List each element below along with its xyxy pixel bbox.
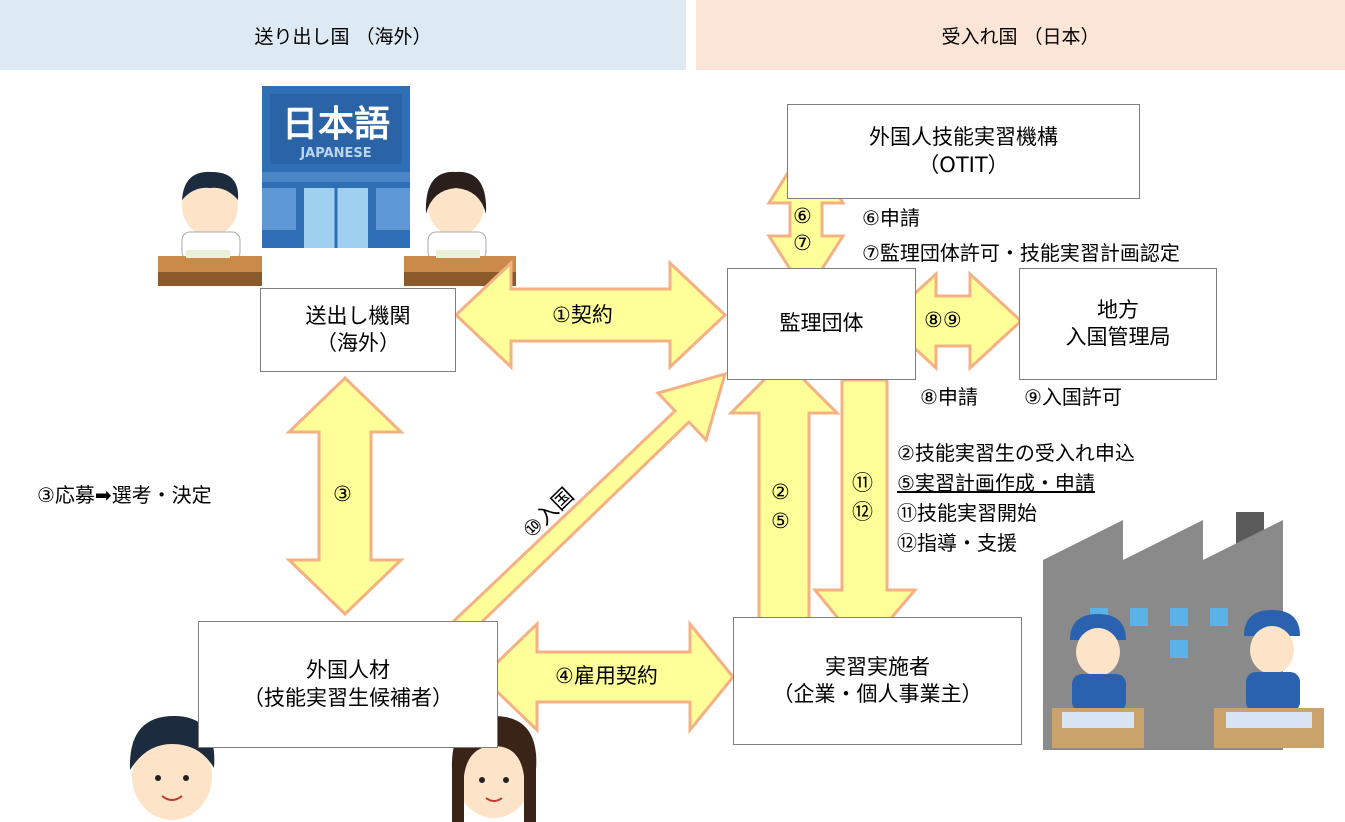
student-illustration [404, 171, 516, 286]
implementing-org-name: 実習実施者 [825, 654, 930, 679]
student-illustration [158, 171, 262, 286]
otit-application-note: ⑥申請 [862, 206, 920, 230]
supervising-org-name: 監理団体 [779, 311, 864, 336]
immigration-application-note: ⑧申請 [920, 385, 978, 409]
foreign-talent-box: 外国人材 （技能実習生候補者） [198, 621, 498, 748]
application-arrow-num-5: ⑤ [771, 509, 790, 533]
sending-country-header: 送り出し国 （海外） [0, 0, 686, 70]
factory-worker-illustration [1052, 614, 1144, 748]
sending-agency-name: 送出し機関 [305, 303, 411, 328]
foreign-talent-desc: （技能実習生候補者） [243, 685, 453, 710]
supervising-org-box: 監理団体 [727, 268, 916, 380]
application-arrow-num-2: ② [771, 480, 790, 504]
foreign-talent-name: 外国人材 [306, 658, 390, 683]
receiving-country-header: 受入れ国 （日本） [696, 0, 1345, 70]
sending-agency-location: （海外） [316, 331, 400, 355]
implementing-org-box: 実習実施者 （企業・個人事業主） [733, 617, 1022, 745]
otit-arrow-num-6: ⑥ [793, 204, 812, 228]
step-plan: ⑤実習計画作成・申請 [897, 471, 1095, 495]
permit-approval-note: ⑦監理団体許可・技能実習計画認定 [862, 241, 1180, 265]
step-start: ⑪技能実習開始 [897, 501, 1037, 525]
contract-arrow [453, 259, 728, 371]
svg-text:JAPANESE: JAPANESE [299, 146, 371, 161]
employment-label: ④雇用契約 [555, 664, 658, 688]
contract-label: ①契約 [552, 303, 613, 327]
step-guidance: ⑫指導・支援 [897, 531, 1017, 555]
selection-note: ③応募➡選考・決定 [37, 483, 212, 507]
otit-arrow-num-7: ⑦ [793, 231, 812, 255]
svg-text:日本語: 日本語 [282, 104, 390, 145]
implementing-org-desc: （企業・個人事業主） [772, 682, 983, 706]
entry-permit-note: ⑨入国許可 [1024, 385, 1122, 409]
step-application: ②技能実習生の受入れ申込 [897, 441, 1135, 465]
immigration-bureau-line1: 地方 [1097, 297, 1139, 322]
training-arrow-num-11: ⑪ [852, 471, 873, 495]
training-steps-list: ②技能実習生の受入れ申込 ⑤実習計画作成・申請 ⑪技能実習開始 ⑫指導・支援 [897, 438, 1135, 558]
sending-agency-box: 送出し機関 （海外） [260, 288, 456, 372]
language-school-illustration: 日本語 JAPANESE [262, 86, 410, 248]
factory-worker-illustration [1214, 610, 1324, 748]
immigration-bureau-box: 地方 入国管理局 [1019, 268, 1217, 380]
candidate-boy-illustration [129, 716, 215, 820]
otit-box: 外国人技能実習機構 （OTIT） [787, 104, 1140, 199]
immigration-bureau-line2: 入国管理局 [1065, 325, 1171, 349]
immigration-arrow-label: ⑧⑨ [924, 308, 962, 332]
selection-arrow [285, 375, 405, 617]
otit-name: 外国人技能実習機構 [869, 125, 1058, 150]
training-arrow-num-12: ⑫ [852, 500, 873, 524]
otit-abbr: （OTIT） [918, 152, 1009, 177]
selection-arrow-label: ③ [333, 482, 352, 506]
